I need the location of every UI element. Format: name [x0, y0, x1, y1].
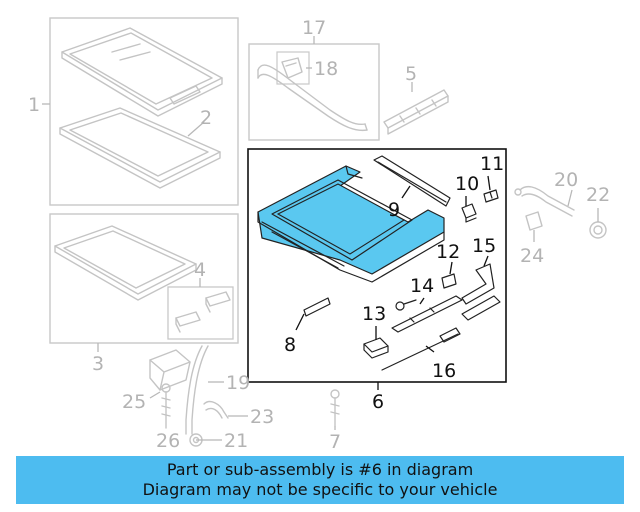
drive-cable-16-part	[381, 333, 459, 371]
sunroof-frame-part	[257, 165, 445, 283]
callout-9: 9	[388, 199, 400, 221]
banner-line-disclaimer: Diagram may not be specific to your vehi…	[142, 480, 498, 499]
callout-24: 24	[520, 245, 544, 267]
callout-18: 18	[314, 58, 338, 80]
callout-13: 13	[362, 303, 386, 325]
module-25-part	[149, 349, 191, 391]
glass-seal-part	[59, 107, 221, 189]
callout-11: 11	[480, 153, 504, 175]
frame-rail-part	[373, 155, 451, 207]
callout-25: 25	[122, 391, 146, 413]
guide-rail-14-part	[391, 295, 463, 333]
callout-3: 3	[92, 353, 104, 375]
hose-20-part	[514, 185, 575, 217]
drain-tube-part	[257, 64, 368, 132]
group-box-1	[49, 17, 239, 206]
frame-opening	[276, 183, 406, 255]
group-box-3	[49, 213, 239, 344]
callout-20: 20	[554, 169, 578, 191]
callout-4: 4	[194, 259, 206, 281]
callout-21: 21	[224, 430, 248, 452]
callout-5: 5	[405, 63, 417, 85]
slide-block-13-part	[363, 337, 389, 359]
callout-1: 1	[28, 94, 40, 116]
sunshade-part	[54, 225, 197, 301]
screw-7-part	[330, 389, 340, 427]
callout-10: 10	[455, 173, 479, 195]
clip-24-part	[525, 211, 543, 231]
callout-6: 6	[372, 391, 384, 413]
sunshade-bracket-part	[175, 291, 231, 333]
callout-8: 8	[284, 334, 296, 356]
drain-hose-19-part	[185, 345, 209, 435]
callout-16: 16	[432, 360, 456, 382]
banner-line-part-info: Part or sub-assembly is #6 in diagram	[166, 460, 474, 479]
wind-deflector-part	[383, 89, 449, 135]
callout-14: 14	[410, 275, 434, 297]
group-box-18	[276, 51, 310, 85]
group-box-4	[167, 286, 234, 340]
group-box-6	[247, 148, 507, 383]
connector-12-part	[441, 273, 457, 289]
callout-23: 23	[250, 406, 274, 428]
callout-17: 17	[302, 17, 326, 39]
glass-panel-part	[61, 27, 223, 117]
callout-19: 19	[226, 372, 250, 394]
callout-7: 7	[329, 431, 341, 453]
bracket-10-part	[461, 203, 477, 223]
callout-22: 22	[586, 184, 610, 206]
info-banner: Part or sub-assembly is #6 in diagram Di…	[16, 456, 624, 504]
callout-12: 12	[436, 241, 460, 263]
callout-2: 2	[200, 107, 212, 129]
bracket-11-part	[483, 189, 499, 203]
screw-26-part	[161, 383, 171, 429]
link-15-part	[439, 263, 501, 343]
tube-clip-part	[281, 57, 303, 79]
clip-22-part	[589, 221, 607, 239]
callout-26: 26	[156, 430, 180, 452]
callout-15: 15	[472, 235, 496, 257]
hose-clamp-23-part	[203, 400, 229, 419]
trim-strip-part	[303, 297, 331, 317]
